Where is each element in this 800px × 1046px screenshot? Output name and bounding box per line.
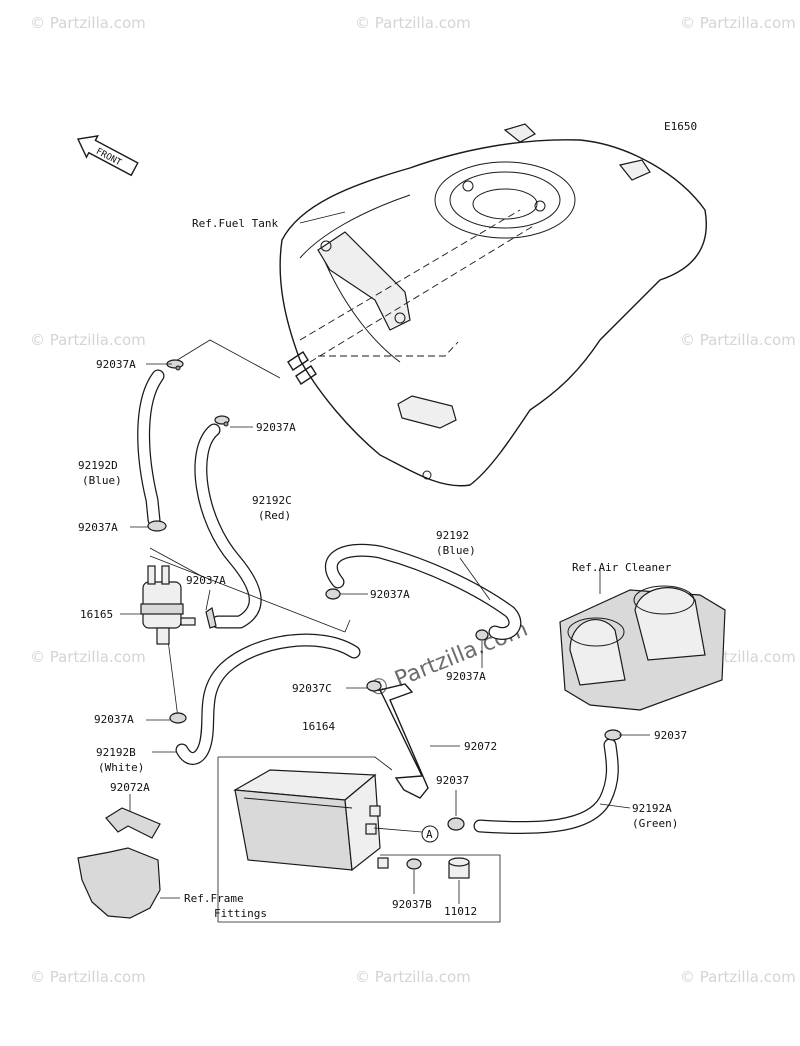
bracket-small bbox=[105, 807, 161, 839]
label-92192b: 92192B bbox=[96, 746, 136, 759]
label-92037a: 92037A bbox=[94, 713, 134, 726]
diagram-code: E1650 bbox=[664, 120, 697, 133]
hose-clip-icon bbox=[325, 588, 341, 600]
label-92192: 92192 bbox=[436, 529, 469, 542]
hose-clip-icon bbox=[366, 680, 382, 692]
label-92037a: 92037A bbox=[370, 588, 410, 601]
watermark: © Partzilla.com bbox=[355, 968, 471, 986]
watermark: © Partzilla.com bbox=[680, 968, 796, 986]
label-frame-fittings-2: Fittings bbox=[214, 907, 267, 920]
watermark: © Partzilla.com bbox=[680, 14, 796, 32]
label-16165: 16165 bbox=[80, 608, 113, 621]
label-92192b-color: (White) bbox=[98, 761, 144, 774]
label-92192c: 92192C bbox=[252, 494, 292, 507]
front-arrow-icon: FRONT bbox=[76, 135, 139, 177]
frame-fittings bbox=[77, 847, 161, 919]
bracket bbox=[378, 683, 429, 799]
label-92192a-color: (Green) bbox=[632, 817, 678, 830]
label-92037a: 92037A bbox=[96, 358, 136, 371]
hose-clip-icon bbox=[205, 607, 217, 629]
hose-clip-icon bbox=[147, 520, 167, 532]
watermark-group: © Partzilla.com © Partzilla.com © Partzi… bbox=[30, 14, 796, 986]
watermark: © Partzilla.com bbox=[355, 14, 471, 32]
label-air-cleaner: Ref.Air Cleaner bbox=[572, 561, 672, 574]
label-92037: 92037 bbox=[436, 774, 469, 787]
label-92192-color: (Blue) bbox=[436, 544, 476, 557]
watermark: © Partzilla.com bbox=[30, 14, 146, 32]
watermark: © Partzilla.com bbox=[680, 331, 796, 349]
label-92037a: 92037A bbox=[186, 574, 226, 587]
hose-clip-icon bbox=[475, 629, 489, 641]
canister bbox=[233, 769, 389, 872]
air-cleaner bbox=[559, 585, 726, 711]
label-92072a: 92072A bbox=[110, 781, 150, 794]
label-92037a: 92037A bbox=[78, 521, 118, 534]
hose-clip-icon bbox=[214, 415, 230, 427]
label-92192d-color: (Blue) bbox=[82, 474, 122, 487]
label-fuel-tank: Ref.Fuel Tank bbox=[192, 217, 278, 230]
callout-a: A bbox=[426, 828, 433, 841]
hose-clip-icon bbox=[604, 729, 622, 741]
label-92037a: 92037A bbox=[446, 670, 486, 683]
label-92037c: 92037C bbox=[292, 682, 332, 695]
label-frame-fittings: Ref.Frame bbox=[184, 892, 244, 905]
hose-clip-icon bbox=[406, 858, 422, 870]
label-92037b: 92037B bbox=[392, 898, 432, 911]
label-92192d: 92192D bbox=[78, 459, 118, 472]
label-92192a: 92192A bbox=[632, 802, 672, 815]
fuel-filter bbox=[140, 565, 196, 645]
label-16164: 16164 bbox=[302, 720, 335, 733]
label-92037: 92037 bbox=[654, 729, 687, 742]
watermark: © Partzilla.com bbox=[30, 648, 146, 666]
hose-clip-icon bbox=[169, 712, 187, 724]
fuel-tank bbox=[279, 123, 707, 487]
label-92072: 92072 bbox=[464, 740, 497, 753]
hose-clip-icon bbox=[447, 817, 465, 831]
label-11012: 11012 bbox=[444, 905, 477, 918]
label-92037a: 92037A bbox=[256, 421, 296, 434]
hose-clip-icon bbox=[166, 359, 184, 371]
watermark: © Partzilla.com bbox=[30, 968, 146, 986]
label-92192c-color: (Red) bbox=[258, 509, 291, 522]
watermark: © Partzilla.com bbox=[30, 331, 146, 349]
cap bbox=[448, 857, 470, 879]
